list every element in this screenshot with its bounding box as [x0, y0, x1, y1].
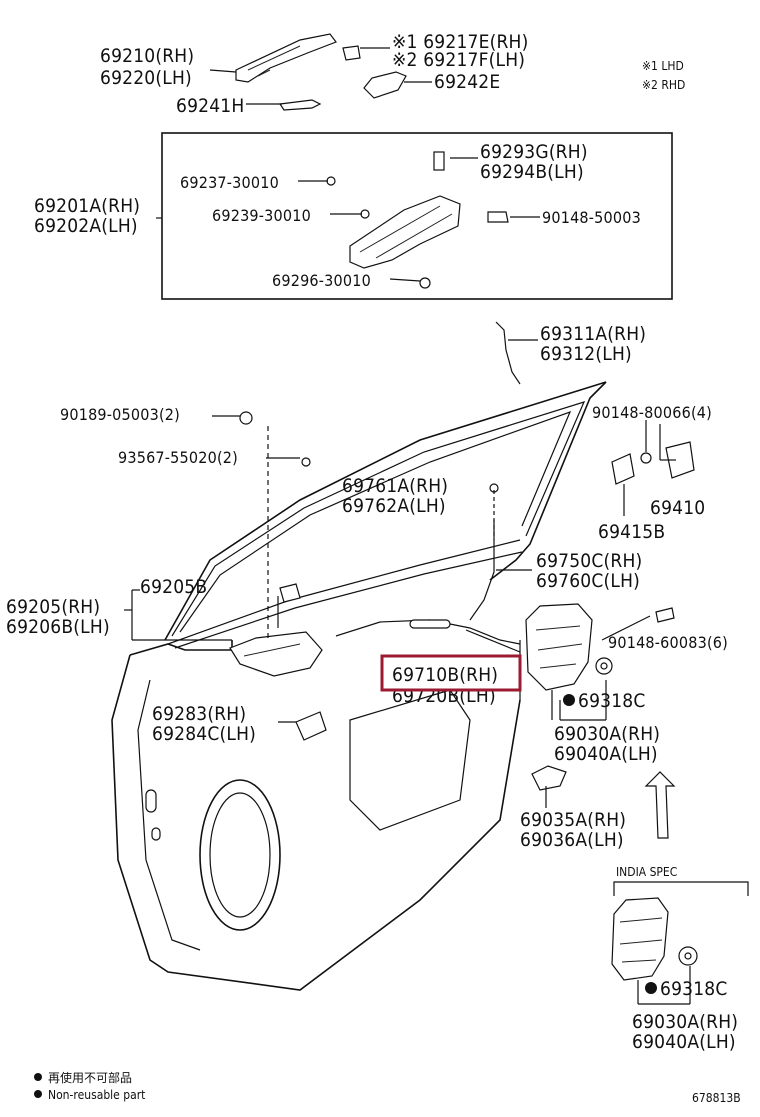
label-69761a-rh: 69761A(RH)	[342, 475, 448, 497]
legend-dot-2	[34, 1090, 42, 1098]
label-69241h: 69241H	[176, 95, 244, 117]
label-69036a-lh: 69036A(LH)	[520, 829, 624, 851]
highlight-box[interactable]	[380, 654, 522, 692]
label-90148-60083: 90148-60083(6)	[608, 633, 728, 652]
label-69415b: 69415B	[598, 521, 665, 543]
label-69205b: 69205B	[140, 576, 207, 598]
label-69312-lh: 69312(LH)	[540, 343, 632, 365]
note-rhd: ※2 RHD	[642, 78, 685, 92]
label-69283-rh: 69283(RH)	[152, 703, 246, 725]
label-69294b-lh: 69294B(LH)	[480, 161, 584, 183]
label-69217e-rh: ※1 69217E(RH)	[392, 31, 528, 53]
label-69201a-rh: 69201A(RH)	[34, 195, 140, 217]
label-69710b-rh[interactable]: 69710B(RH)	[392, 664, 498, 686]
label-69030a-rh-2: 69030A(RH)	[632, 1011, 738, 1033]
label-69293g-rh: 69293G(RH)	[480, 141, 588, 163]
label-69242e: 69242E	[434, 71, 500, 93]
label-69030a-rh: 69030A(RH)	[554, 723, 660, 745]
outside-handle-illustration	[235, 33, 407, 111]
label-69296-30010: 69296-30010	[272, 271, 371, 290]
label-69311a-rh: 69311A(RH)	[540, 323, 646, 345]
note-lhd: ※1 LHD	[642, 59, 684, 73]
label-90148-80066: 90148-80066(4)	[592, 403, 712, 422]
label-69040a-lh: 69040A(LH)	[554, 743, 658, 765]
frame-leaders	[298, 157, 540, 282]
door-leaders	[124, 339, 676, 808]
india-spec-bracket	[613, 881, 749, 896]
label-69035a-rh: 69035A(RH)	[520, 809, 626, 831]
label-69040a-lh-2: 69040A(LH)	[632, 1031, 736, 1053]
legend-en: Non-reusable part	[48, 1088, 145, 1102]
label-69205-rh: 69205(RH)	[6, 596, 100, 618]
label-69284c-lh: 69284C(LH)	[152, 723, 256, 745]
diagram-code: 678813B	[692, 1091, 741, 1105]
label-69318c-2: 69318C	[660, 978, 728, 1000]
label-69410: 69410	[650, 497, 705, 519]
label-69237-30010: 69237-30010	[180, 173, 279, 192]
non-reusable-dot-2	[645, 982, 657, 994]
label-69239-30010: 69239-30010	[212, 206, 311, 225]
label-69210-rh: 69210(RH)	[100, 45, 194, 67]
frame-illustration	[326, 151, 509, 289]
label-69762a-lh: 69762A(LH)	[342, 495, 446, 517]
frame-assembly-box	[161, 132, 673, 300]
label-69217f-lh: ※2 69217F(LH)	[392, 49, 525, 71]
label-69760c-lh: 69760C(LH)	[536, 570, 640, 592]
top-leaders	[209, 47, 432, 105]
label-69750c-rh: 69750C(RH)	[536, 550, 642, 572]
legend-cn: 再使用不可部品	[48, 1070, 132, 1085]
label-69220-lh: 69220(LH)	[100, 67, 192, 89]
non-reusable-dot	[563, 694, 575, 706]
label-93567-55020: 93567-55020(2)	[118, 448, 238, 467]
label-69206b-lh: 69206B(LH)	[6, 616, 110, 638]
legend-dot-1	[34, 1073, 42, 1081]
label-90189-05003: 90189-05003(2)	[60, 405, 180, 424]
india-spec-label: INDIA SPEC	[616, 865, 677, 879]
india-latch-illustration	[611, 897, 698, 1005]
label-69202a-lh: 69202A(LH)	[34, 215, 138, 237]
label-90148-50003: 90148-50003	[542, 208, 641, 227]
label-69318c: 69318C	[578, 690, 646, 712]
